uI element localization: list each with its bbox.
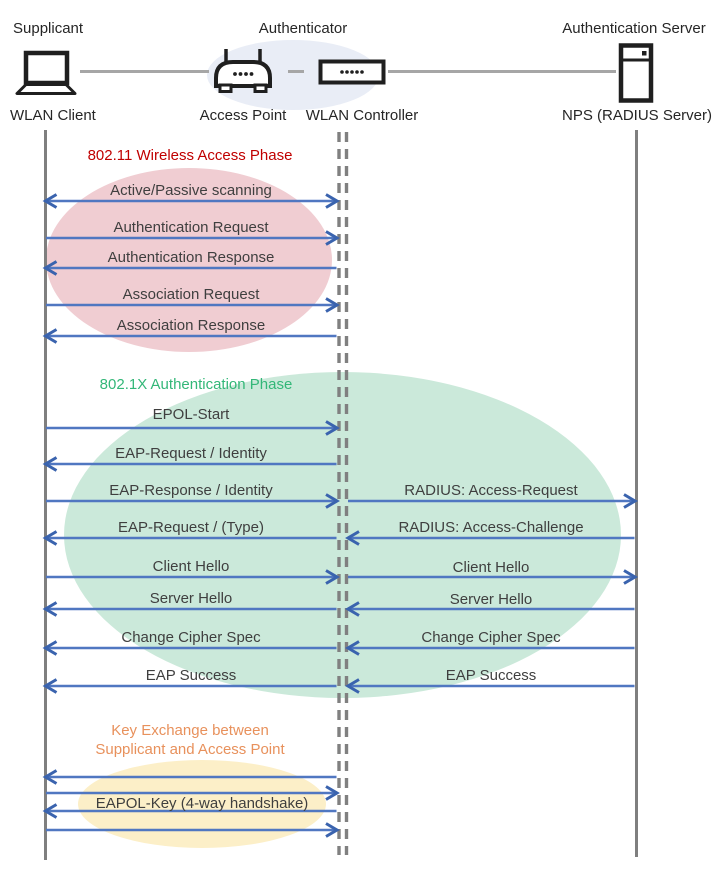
- msg-client-hello-right: Client Hello: [452, 559, 530, 576]
- arrow-auth-request: [46, 230, 340, 246]
- msg-eap-request-identity: EAP-Request / Identity: [115, 445, 267, 462]
- authenticator-role-label: Authenticator: [258, 20, 348, 37]
- msg-auth-response: Authentication Response: [107, 249, 275, 266]
- wlan-controller-label: WLAN Controller: [305, 107, 419, 124]
- arrow-auth-response: [42, 260, 337, 276]
- arrow-client-hello-right: [348, 569, 638, 585]
- phase-title-key-exchange-line1: Key Exchange between: [111, 722, 269, 739]
- phase-title-8021x: 802.1X Authentication Phase: [99, 376, 293, 393]
- arrow-eap-response-identity: [46, 493, 340, 509]
- arrow-server-hello-left: [42, 601, 337, 617]
- msg-epol-start: EPOL-Start: [152, 406, 230, 423]
- supplicant-role-label: Supplicant: [13, 20, 84, 37]
- phase-title-key-exchange-line2: Supplicant and Access Point: [95, 741, 285, 758]
- arrow-eap-success-left: [42, 678, 337, 694]
- msg-eap-response-identity: EAP-Response / Identity: [109, 482, 273, 499]
- wlan-controller-icon: [318, 59, 386, 85]
- msg-eap-request-type: EAP-Request / (Type): [118, 519, 264, 536]
- arrow-eap-success-right: [345, 678, 635, 694]
- msg-assoc-request: Association Request: [122, 286, 260, 303]
- arrow-eap-request-type: [42, 530, 337, 546]
- msg-radius-access-request: RADIUS: Access-Request: [404, 482, 578, 499]
- msg-server-hello-right: Server Hello: [449, 591, 533, 608]
- msg-change-cipher-left: Change Cipher Spec: [121, 629, 261, 646]
- key-exchange-phase-ellipse: [78, 760, 326, 848]
- server-icon: [618, 43, 654, 103]
- arrow-eapol-key-3: [42, 803, 337, 819]
- laptop-icon: [15, 50, 77, 95]
- arrow-eapol-key-1: [42, 769, 337, 785]
- wireless-access-phase-ellipse: [46, 168, 332, 352]
- arrow-epol-start: [46, 420, 340, 436]
- arrow-assoc-response: [42, 328, 337, 344]
- arrow-radius-access-request: [348, 493, 638, 509]
- arrow-server-hello-right: [345, 601, 635, 617]
- auth-server-role-label: Authentication Server: [562, 20, 706, 37]
- msg-eapol-key: EAPOL-Key (4-way handshake): [95, 795, 309, 812]
- msg-server-hello-left: Server Hello: [149, 590, 233, 607]
- msg-eap-success-left: EAP Success: [145, 667, 237, 684]
- arrow-change-cipher-right: [345, 640, 635, 656]
- phase-title-80211: 802.11 Wireless Access Phase: [87, 147, 293, 164]
- arrow-change-cipher-left: [42, 640, 337, 656]
- arrow-scanning: [42, 193, 340, 209]
- arrow-client-hello-left: [46, 569, 340, 585]
- msg-scanning: Active/Passive scanning: [110, 182, 272, 199]
- arrow-eapol-key-2: [46, 785, 340, 801]
- arrow-radius-access-challenge: [345, 530, 635, 546]
- arrow-eap-request-identity: [42, 456, 337, 472]
- msg-assoc-response: Association Response: [116, 317, 266, 334]
- arrow-assoc-request: [46, 297, 340, 313]
- dot1x-auth-phase-ellipse: [64, 372, 621, 698]
- arrow-eapol-key-4: [46, 822, 340, 838]
- wlan-client-label: WLAN Client: [10, 107, 96, 124]
- msg-change-cipher-right: Change Cipher Spec: [421, 629, 561, 646]
- msg-eap-success-right: EAP Success: [445, 667, 537, 684]
- access-point-label: Access Point: [199, 107, 287, 124]
- msg-radius-access-challenge: RADIUS: Access-Challenge: [398, 519, 584, 536]
- access-point-icon: [214, 49, 272, 93]
- nps-label: NPS (RADIUS Server): [561, 107, 713, 124]
- msg-auth-request: Authentication Request: [113, 219, 269, 236]
- msg-client-hello-left: Client Hello: [152, 558, 230, 575]
- controller-lifeline: [337, 132, 349, 855]
